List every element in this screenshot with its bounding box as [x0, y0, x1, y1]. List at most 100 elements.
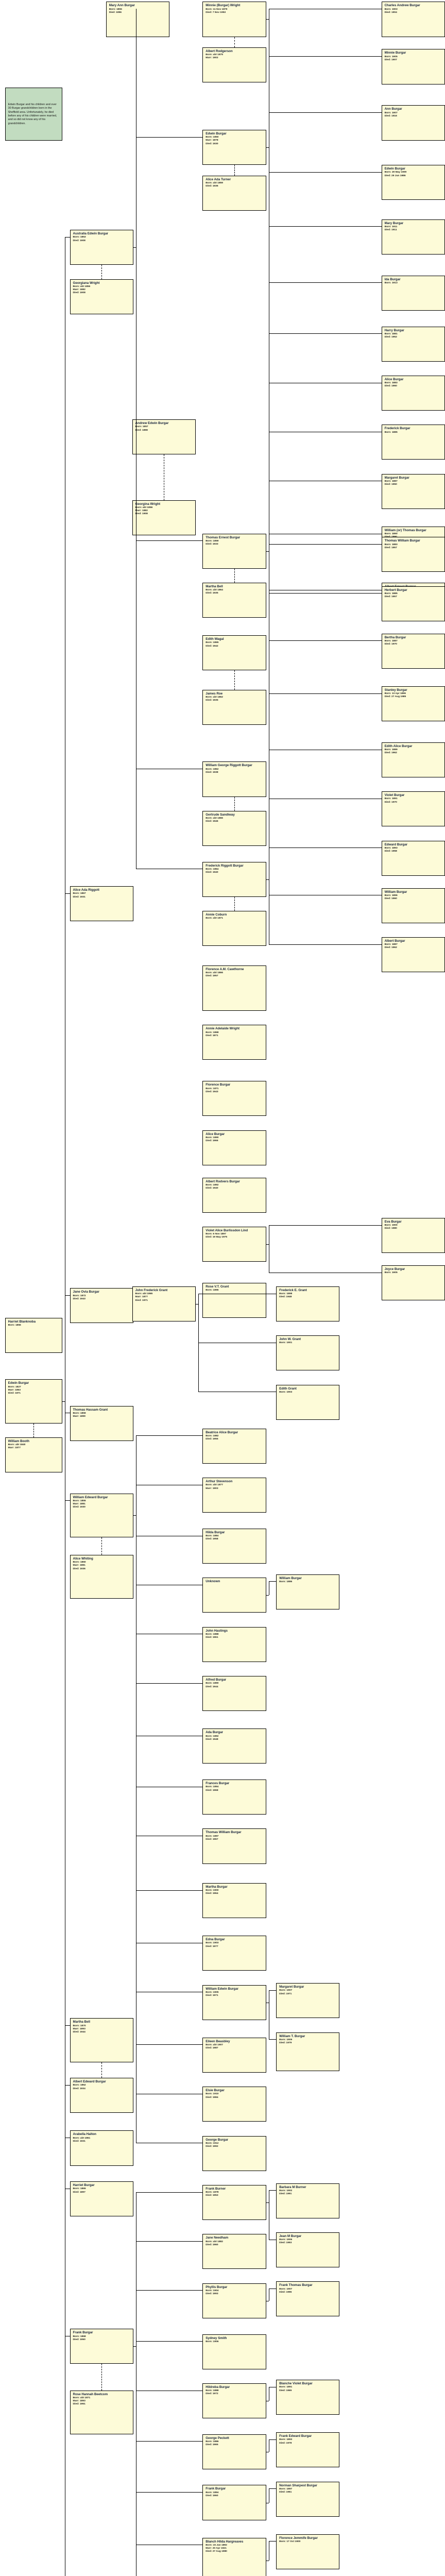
person-box[interactable]: Unknown: [202, 1578, 266, 1613]
person-name: Florence Burgar: [206, 1083, 231, 1087]
connector-line-horizontal: [135, 2290, 203, 2291]
person-name: Margaret Burgar: [384, 476, 409, 480]
person-name: Alfred Burgar: [206, 1678, 227, 1682]
